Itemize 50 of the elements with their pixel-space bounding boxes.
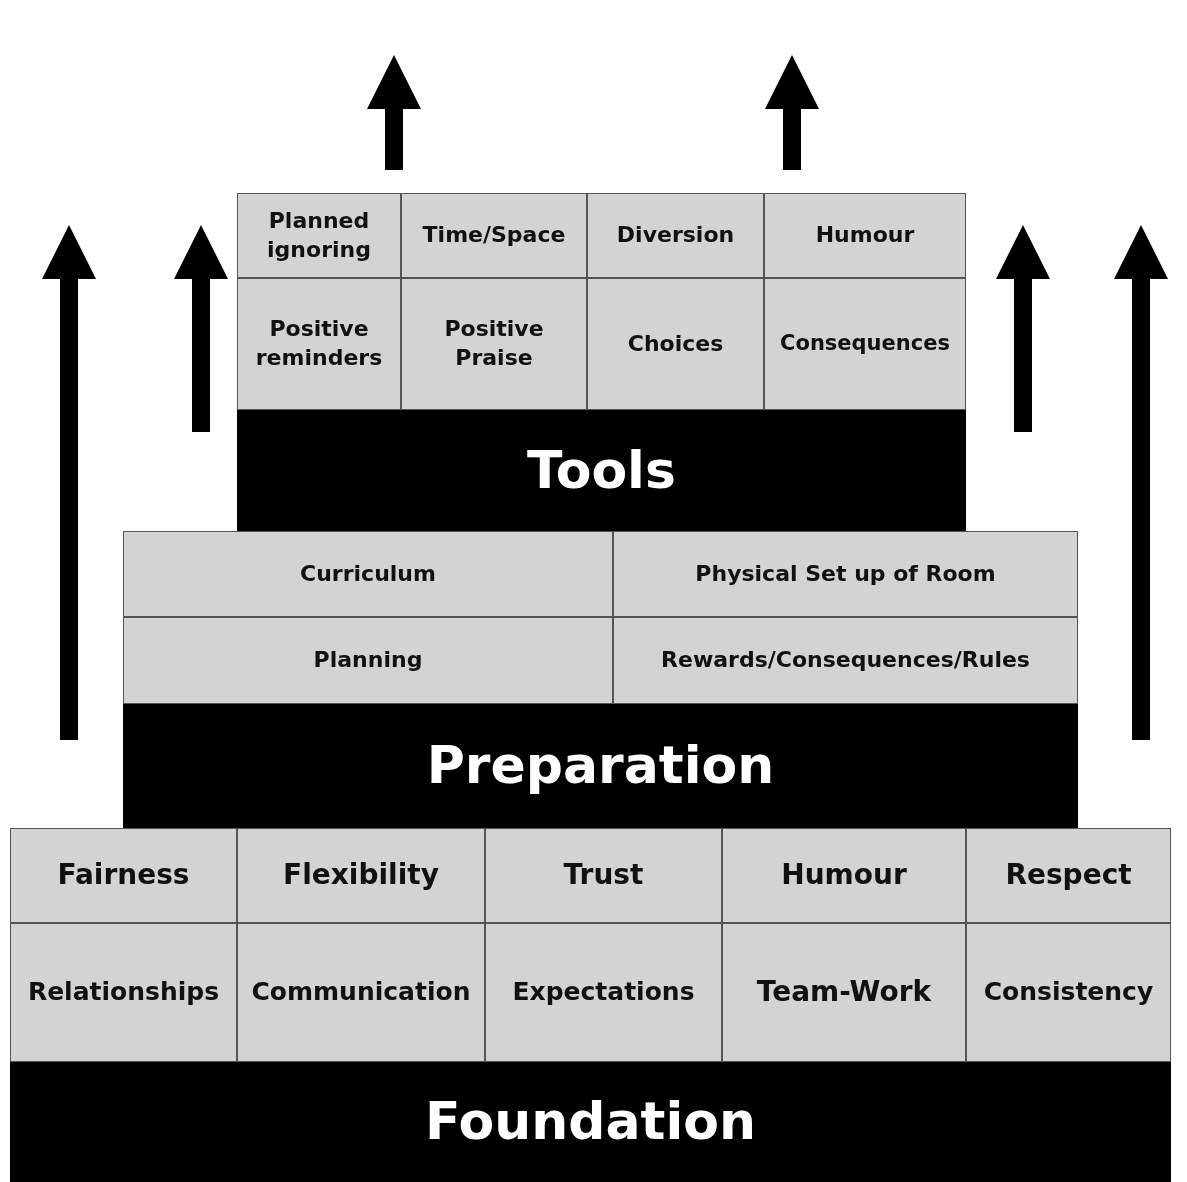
cell-text: Flexibility <box>283 857 439 894</box>
table-cell <box>587 278 764 410</box>
table-cell <box>10 923 237 1062</box>
cell-text: Choices <box>627 329 724 358</box>
table-cell <box>613 617 1078 704</box>
tier-band <box>123 704 1078 828</box>
table-cell <box>722 828 966 923</box>
table-cell <box>123 531 613 617</box>
cell-text: Trust <box>563 857 644 894</box>
cell-text: Planning <box>313 646 423 675</box>
cell-text: Humour <box>781 857 907 894</box>
tier-band <box>237 410 966 531</box>
table-cell <box>764 193 966 278</box>
table-cell <box>722 923 966 1062</box>
table-cell <box>237 923 485 1062</box>
cell-text: Communication <box>251 976 471 1009</box>
cell-text: Physical Set up of Room <box>695 559 996 588</box>
table-cell <box>237 828 485 923</box>
table-cell <box>613 531 1078 617</box>
cell-text: Team-Work <box>756 974 932 1011</box>
cell-text: Relationships <box>27 976 220 1009</box>
tier-title: Tools <box>527 438 676 502</box>
cell-text: Curriculum <box>300 559 436 588</box>
cell-text: Consistency <box>983 976 1154 1009</box>
table-cell <box>764 278 966 410</box>
table-cell <box>237 278 401 410</box>
cell-text: Time/Space <box>422 221 566 250</box>
tier-band <box>10 1062 1171 1182</box>
table-cell <box>966 828 1171 923</box>
cell-text: Positive Praise <box>443 315 545 372</box>
table-cell <box>401 193 587 278</box>
cell-text: Planned ignoring <box>266 206 372 264</box>
cell-text: Fairness <box>57 857 190 894</box>
cell-text: Consequences <box>780 330 950 358</box>
cell-text: Rewards/Consequences/Rules <box>661 646 1030 675</box>
table-cell <box>237 193 401 278</box>
cell-text: Humour <box>815 221 915 250</box>
table-cell <box>123 617 613 704</box>
table-cell <box>485 923 722 1062</box>
cell-text: Diversion <box>616 221 735 250</box>
tier-title: Preparation <box>426 734 775 798</box>
table-cell <box>10 828 237 923</box>
cell-text: Expectations <box>512 976 695 1009</box>
table-cell <box>966 923 1171 1062</box>
table-cell <box>401 278 587 410</box>
table-cell <box>587 193 764 278</box>
cell-text: Respect <box>1005 857 1132 894</box>
cell-text: Positive reminders <box>254 315 384 372</box>
tier-title: Foundation <box>425 1090 756 1154</box>
table-cell <box>485 828 722 923</box>
